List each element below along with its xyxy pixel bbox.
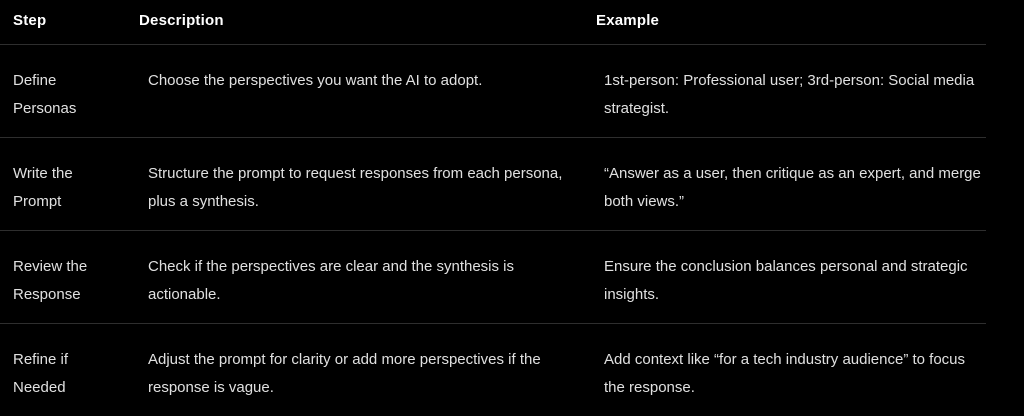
table-row: Review the Response Check if the perspec… [0,231,986,324]
table-row: Write the Prompt Structure the prompt to… [0,138,986,231]
cell-description: Check if the perspectives are clear and … [148,258,515,303]
cell-step: Review the Response [13,258,88,303]
cell-step: Define Personas [13,72,77,117]
steps-table: Step Description Example Define Personas… [0,0,986,416]
cell-description: Structure the prompt to request response… [148,165,563,210]
table-row: Define Personas Choose the perspectives … [0,45,986,138]
cell-example: Add context like “for a tech industry au… [604,351,966,396]
cell-step: Write the Prompt [13,165,73,210]
header-description: Description [139,12,224,29]
cell-example: “Answer as a user, then critique as an e… [604,165,981,210]
table-row: Refine if Needed Adjust the prompt for c… [0,324,986,416]
cell-step: Refine if Needed [13,351,69,396]
cell-description: Choose the perspectives you want the AI … [148,72,483,89]
cell-example: 1st-person: Professional user; 3rd-perso… [604,72,975,117]
cell-description: Adjust the prompt for clarity or add mor… [148,351,541,396]
table-header: Step Description Example [0,0,986,45]
cell-example: Ensure the conclusion balances personal … [604,258,968,303]
header-step: Step [13,12,47,29]
header-example: Example [596,12,660,29]
